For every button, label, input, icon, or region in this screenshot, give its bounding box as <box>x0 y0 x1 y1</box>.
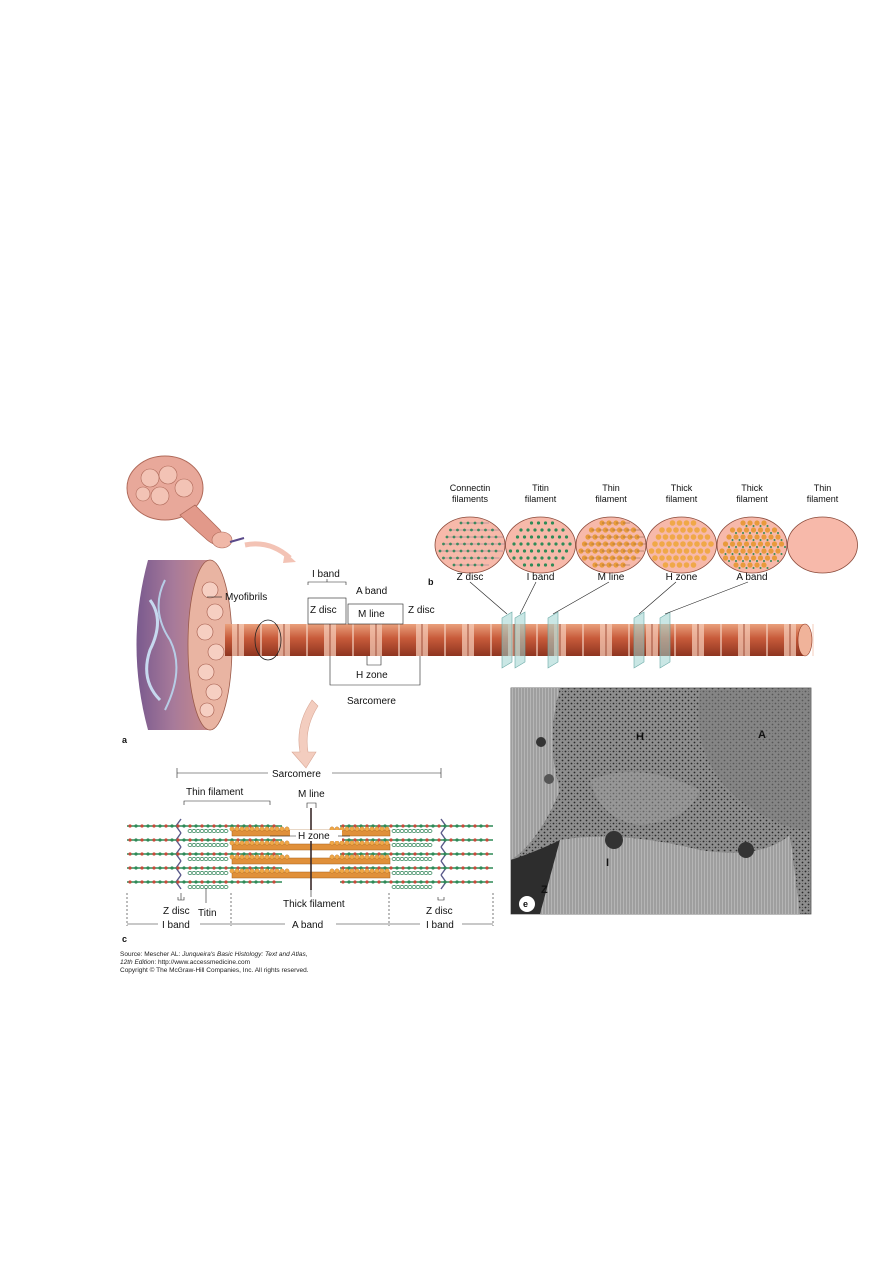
cross-section-label-bottom: Z disc <box>457 572 484 583</box>
cross-section-label-top-2: filament <box>525 494 557 504</box>
cross-section-dots <box>719 520 786 569</box>
label-titin-c: Titin <box>198 908 217 919</box>
label-z-disc-2: Z disc <box>408 605 435 616</box>
label-i-band-left-c: I band <box>162 920 190 931</box>
cross-section-label-top-2: filament <box>666 494 698 504</box>
cross-section-dots <box>508 521 572 567</box>
panel-label-a: a <box>122 735 128 745</box>
label-sarcomere-c: Sarcomere <box>272 769 321 780</box>
label-z-disc-right-c: Z disc <box>426 906 453 917</box>
caption-copyright-line: Copyright © The McGraw-Hill Companies, I… <box>120 967 309 974</box>
rod-band-stripes <box>232 624 814 656</box>
panel-label-b: b <box>428 577 434 587</box>
muscle-fascicle-illustration <box>126 455 296 563</box>
panel-label-c: c <box>122 934 127 944</box>
label-thin-filament-c: Thin filament <box>186 787 243 798</box>
em-label-i: I <box>606 857 609 869</box>
label-thick-filament-c: Thick filament <box>283 899 345 910</box>
caption-edition-line: 12th Edition: http://www.accessmedicine.… <box>120 959 251 966</box>
label-h-zone: H zone <box>356 670 388 681</box>
cross-section-label-top-1: Thick <box>741 483 763 493</box>
label-z-disc-left-c: Z disc <box>163 906 190 917</box>
em-label-z: Z <box>541 884 548 896</box>
em-label-h: H <box>636 731 644 743</box>
cross-section-label-top-2: filament <box>807 494 839 504</box>
cross-section-label-top-1: Titin <box>532 483 549 493</box>
muscle-fiber-cylinder <box>136 559 233 731</box>
label-z-disc-1: Z disc <box>310 605 337 616</box>
label-i-band-right-c: I band <box>426 920 454 931</box>
cross-section-label-top-2: filaments <box>452 494 489 504</box>
arrow-to-panel-c <box>291 699 319 769</box>
cross-section-dots <box>648 520 714 568</box>
label-h-zone-c: H zone <box>298 831 330 842</box>
sarcomere-diagram: Sarcomere Thin filament M line H zone Th… <box>122 768 494 944</box>
cross-section-label-top-1: Thick <box>671 483 693 493</box>
cross-section-dots <box>438 521 507 567</box>
label-myofibrils: Myofibrils <box>225 592 267 603</box>
em-label-a: A <box>758 729 766 741</box>
cross-section-label-top-2: filament <box>595 494 627 504</box>
label-m-line-c: M line <box>298 789 325 800</box>
cross-section-label-top-1: Connectin <box>450 483 491 493</box>
cross-section-label-bottom: H zone <box>666 572 698 583</box>
label-m-line: M line <box>358 609 385 620</box>
panel-label-e: e <box>523 899 528 909</box>
band-scale-bar <box>126 893 494 926</box>
cross-section-label-top-1: Thin <box>814 483 832 493</box>
cross-section-pointer-lines <box>469 581 749 615</box>
cross-section-dots <box>578 520 648 568</box>
label-i-band: I band <box>312 569 340 580</box>
filament-lattice <box>127 808 493 890</box>
cross-section-label-bottom: A band <box>736 572 767 583</box>
cross-section-label-bottom: M line <box>598 572 625 583</box>
label-a-band-c: A band <box>292 920 323 931</box>
cross-section-label-top-2: filament <box>736 494 768 504</box>
label-a-band: A band <box>356 586 387 597</box>
cross-section-label-top-1: Thin <box>602 483 620 493</box>
caption-source-line: Source: Mescher AL: Junqueira's Basic Hi… <box>120 951 308 958</box>
label-sarcomere-a: Sarcomere <box>347 696 396 707</box>
myofibril-highlight-ellipse <box>254 619 282 661</box>
cut-planes <box>501 611 671 669</box>
electron-micrograph: H A I Z e <box>510 687 812 915</box>
cross-section-label-bottom: I band <box>527 572 555 583</box>
